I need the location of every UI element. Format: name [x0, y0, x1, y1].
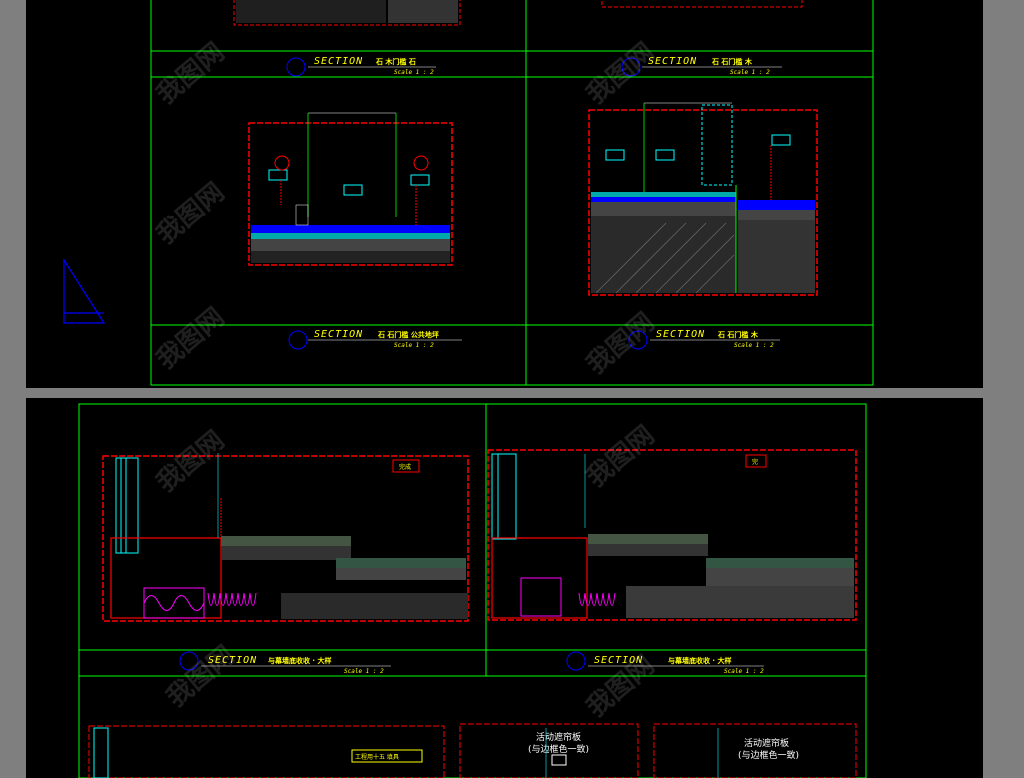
- section-label: SECTION: [648, 56, 697, 67]
- note-text: (与边框色一致): [738, 749, 799, 761]
- section-scale: Scale 1 : 2: [724, 668, 764, 675]
- section-title-4: SECTION 石 石门槛 木 Scale 1 : 2: [628, 329, 780, 350]
- detail-section-6: 完: [487, 449, 857, 621]
- section-title: 石 石门槛 木: [711, 57, 753, 66]
- note-text: 活动遮帘板: [744, 737, 789, 749]
- section-label: SECTION: [314, 329, 363, 340]
- drawing-sheet-top: SECTION 石 木门槛 石 Scale 1 : 2 SECTION 石 石门…: [26, 0, 983, 388]
- section-scale: Scale 1 : 2: [734, 342, 774, 349]
- section-title-1: SECTION 石 木门槛 石 Scale 1 : 2: [286, 56, 436, 77]
- section-title-5: SECTION 与幕墙底收收 · 大样 Scale 1 : 2: [179, 651, 391, 675]
- watermark-logo: 我图网: [151, 177, 230, 250]
- detail-tag: 完成: [399, 463, 411, 471]
- triangle-marker: [63, 257, 106, 324]
- section-scale: Scale 1 : 2: [394, 342, 434, 349]
- section-label: SECTION: [314, 56, 363, 67]
- note-text: 活动遮帘板: [536, 731, 581, 743]
- detail-partial-bottom-left: 工程用十五 填具: [88, 725, 445, 778]
- detail-tag: 工程用十五 填具: [355, 753, 399, 761]
- section-label: SECTION: [594, 655, 643, 666]
- section-title-2: SECTION 石 石门槛 木 Scale 1 : 2: [621, 56, 782, 77]
- section-title-6: SECTION 与幕墙底收收 · 大样 Scale 1 : 2: [566, 651, 764, 675]
- detail-partial-bottom-right: 活动遮帘板 (与边框色一致): [653, 723, 857, 778]
- section-title: 与幕墙底收收 · 大样: [268, 656, 332, 665]
- detail-section-5: 完成: [102, 453, 469, 622]
- detail-partial-top-right: [601, 0, 803, 8]
- detail-tag: 完: [752, 458, 758, 466]
- detail-partial-bottom-mid: 活动遮帘板 (与边框色一致): [459, 723, 639, 778]
- section-title-3: SECTION 石 石门槛 公共地坪 Scale 1 : 2: [288, 329, 462, 350]
- section-label: SECTION: [208, 655, 257, 666]
- section-title: 石 木门槛 石: [375, 57, 416, 66]
- cad-drawing-bottom: 完成 完 SECTION 与幕墙底收收 · 大样 Scale 1 : 2 SEC…: [78, 403, 867, 778]
- note-text: (与边框色一致): [528, 743, 589, 755]
- detail-section-4: [588, 102, 818, 296]
- cad-drawing-top: SECTION 石 木门槛 石 Scale 1 : 2 SECTION 石 石门…: [63, 0, 874, 386]
- section-scale: Scale 1 : 2: [394, 69, 434, 76]
- watermark-logo: 我图网: [581, 420, 660, 493]
- section-title: 与幕墙底收收 · 大样: [668, 656, 732, 665]
- watermark-logo: 我图网: [581, 307, 660, 380]
- frame-grid: [78, 403, 867, 778]
- drawing-sheet-bottom: 完成 完 SECTION 与幕墙底收收 · 大样 Scale 1 : 2 SEC…: [26, 398, 983, 778]
- watermark-logo: 我图网: [151, 37, 230, 110]
- watermark-logo: 我图网: [161, 640, 240, 713]
- section-title: 石 石门槛 公共地坪: [377, 330, 439, 339]
- detail-section-3: [248, 112, 453, 266]
- watermark-logo: 我图网: [151, 425, 230, 498]
- section-scale: Scale 1 : 2: [344, 668, 384, 675]
- section-scale: Scale 1 : 2: [730, 69, 770, 76]
- section-label: SECTION: [656, 329, 705, 340]
- detail-partial-top-left: [233, 0, 461, 26]
- section-title: 石 石门槛 木: [717, 330, 759, 339]
- watermark-logo: 我图网: [581, 37, 660, 110]
- insulation-pattern: [143, 587, 257, 619]
- frame-grid: [150, 0, 874, 386]
- watermark-logo: 我图网: [151, 302, 230, 375]
